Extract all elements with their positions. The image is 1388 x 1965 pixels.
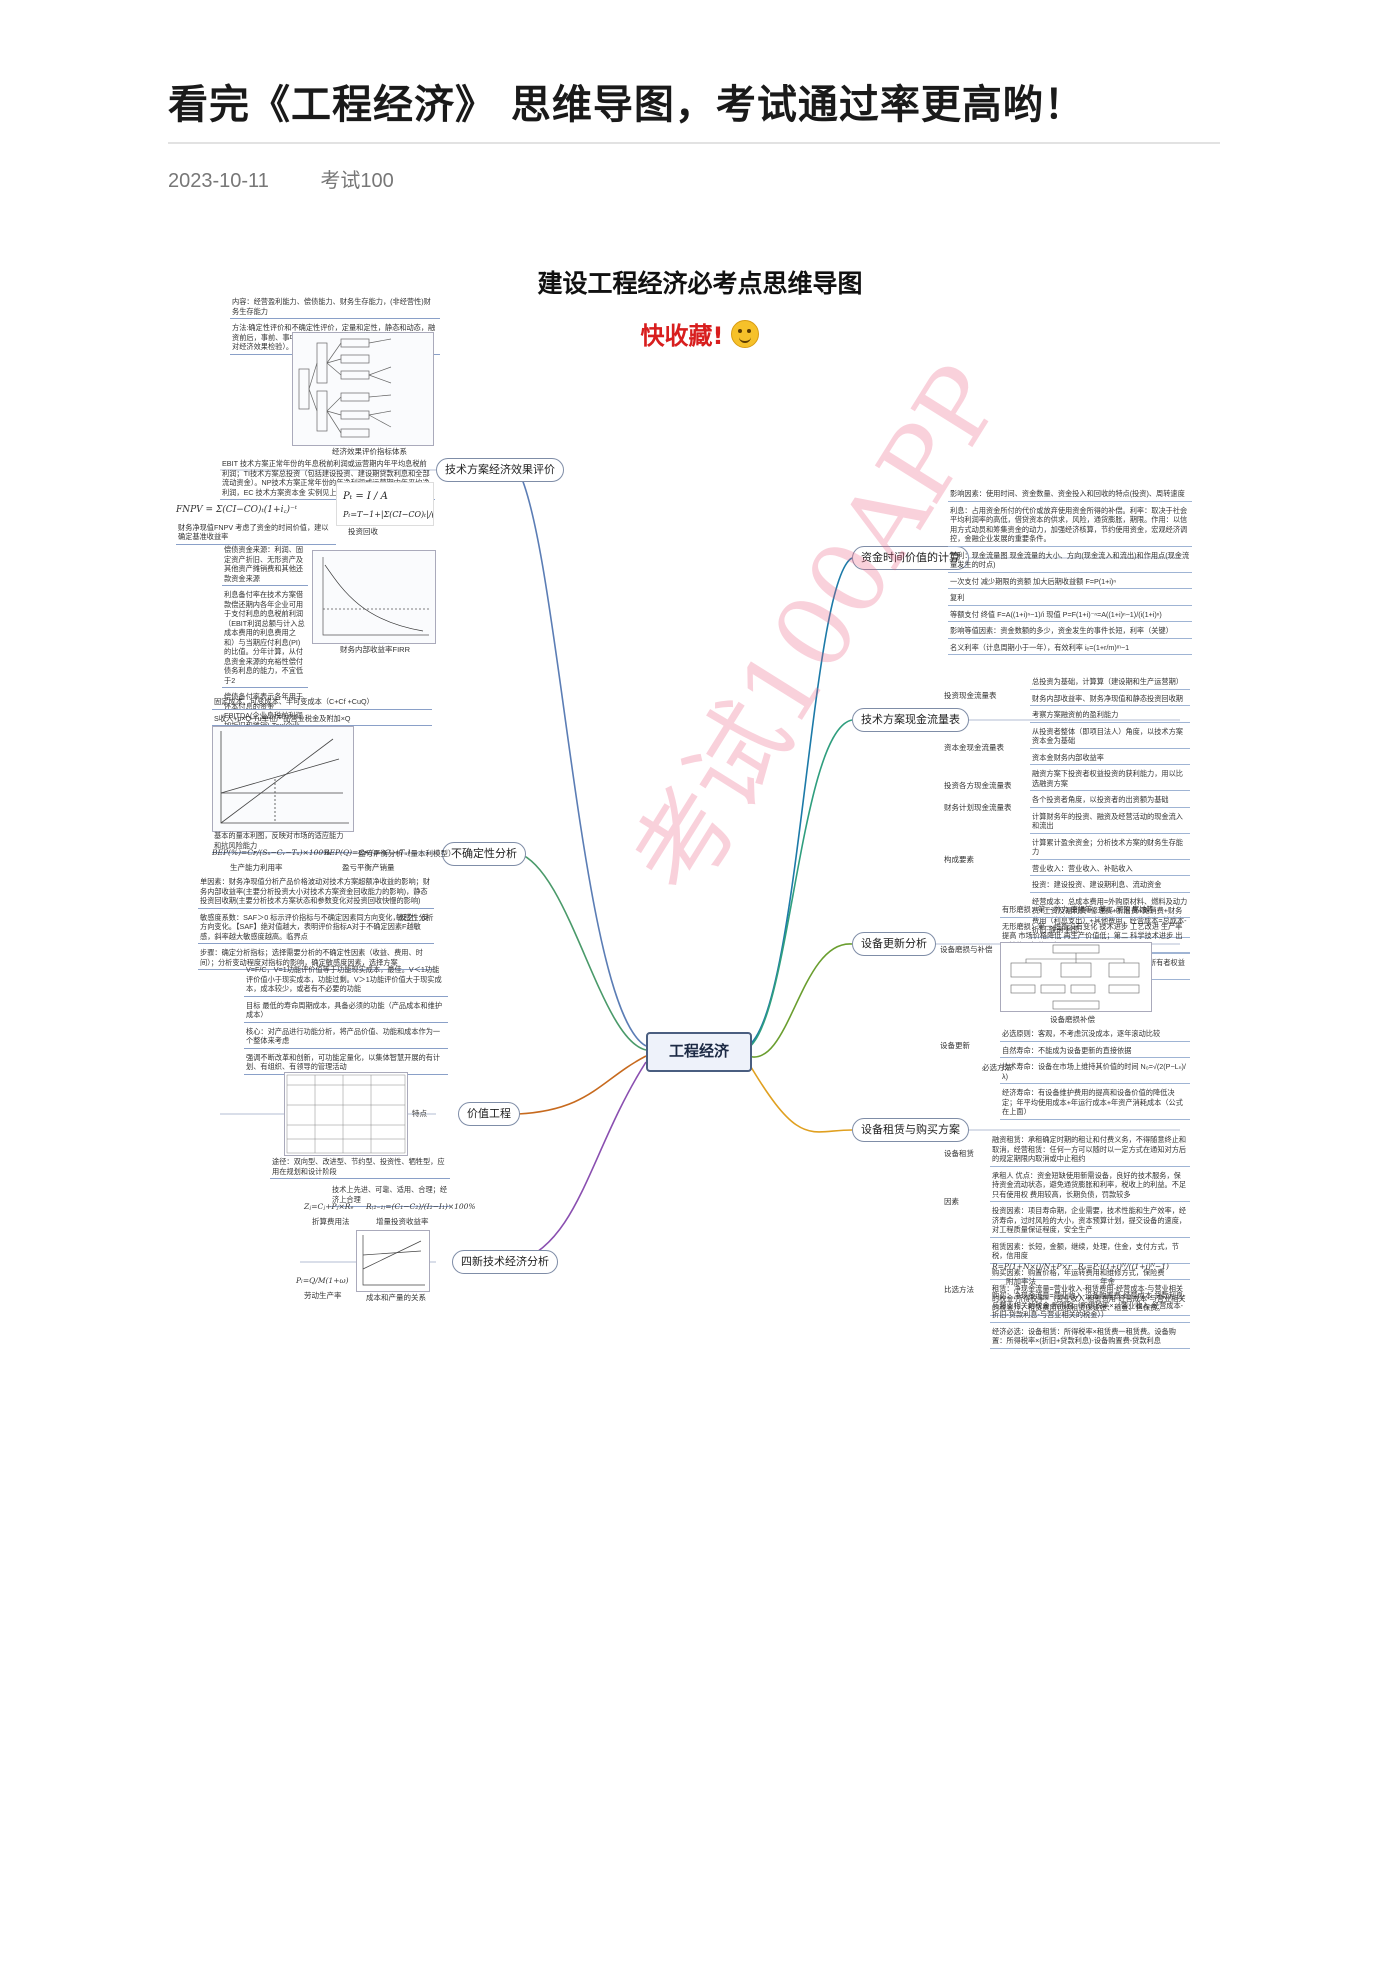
cost-output-chart (356, 1230, 430, 1292)
wear-compensation-drawing (1010, 944, 1140, 1010)
conversion-cost-formula: Zⱼ=Cⱼ+Pⱼ×Rₑ (304, 1202, 354, 1211)
break-even-chart-drawing (220, 731, 349, 824)
smile-emoji-icon (731, 320, 760, 348)
publish-date: 2023-10-11 (168, 170, 269, 192)
svg-text:Pₜ=T−1+|Σ(CI−CO)ₜ|/(CI−CO)ₜ: Pₜ=T−1+|Σ(CI−CO)ₜ|/(CI−CO)ₜ (342, 510, 433, 519)
firr-chart (312, 550, 436, 644)
uncertainty-notes-cost: 固定成本、可变成本、半可变成本（C+Cf +CuQ） S收入+p×Q-Tu单位产… (212, 696, 432, 729)
value-engineering-features-label: 特点 (412, 1109, 427, 1118)
bep-q-label: 盈亏平衡产销量 (342, 863, 395, 872)
equipment-notes-update: 必选原则：客观，不考虑沉没成本，逐年滚动比较 自然寿命：不能成为设备更新的直接依… (1000, 1028, 1190, 1123)
equipment-sub-methods: 必选方法 (982, 1063, 1012, 1072)
conversion-cost-label: 折算费用法 (312, 1217, 350, 1226)
branch-economic-evaluation: 技术方案经济效果评价 (436, 458, 564, 482)
cashflow-sub-investors: 投资各方现金流量表 (944, 781, 1012, 790)
labor-productivity-label: 劳动生产率 (304, 1291, 342, 1300)
branch-equipment-update: 设备更新分析 (852, 932, 936, 956)
poster-title: 建设工程经济必考点思维导图 (537, 269, 863, 298)
break-even-chart (212, 726, 354, 832)
value-engineering-notes: V=F/C，V=1功能评价值等于功能现实成本，最佳。V＜1功能评价值小于现实成本… (244, 964, 448, 1078)
poster-subtitle: 快收藏! (200, 316, 1200, 351)
article-meta: 2023-10-11 考试100 (168, 164, 440, 193)
payback-formula: Pₜ = I / A Pₜ=T−1+|Σ(CI−CO)ₜ|/(CI−CO)ₜ (336, 482, 468, 526)
branch-new-tech-analysis: 四新技术经济分析 (452, 1250, 558, 1274)
cashflow-sub-equity: 资本金现金流量表 (944, 743, 1004, 752)
cost-output-label: 成本和产量的关系 (366, 1293, 426, 1302)
cashflow-sub-investment: 投资现金流量表 (944, 691, 997, 700)
uncertainty-notes-sensitivity: 单因素：财务净现值分析产品价格波动对技术方案超额净收益的影响；财务内部收益率(主… (198, 876, 434, 973)
labor-productivity-formula: Pₗ=Q/M(1+ω) (296, 1276, 349, 1285)
mindmap-image: 建设工程经济必考点思维导图 快收藏! 工程经济 技术方案经济效果评价 不确定性分… (176, 250, 1200, 1580)
wear-compensation-caption: 设备磨损补偿 (1050, 1015, 1095, 1024)
branch-uncertainty-analysis: 不确定性分析 (442, 842, 526, 866)
bep-q-formula: BEP(Q)=Cꜰ/(p−Cᵤ−Tᵤ) (324, 848, 411, 857)
payback-formula-drawing: Pₜ = I / A Pₜ=T−1+|Σ(CI−CO)ₜ|/(CI−CO)ₜ (342, 491, 468, 519)
evaluation-notes-ebit: EBIT 技术方案正常年份的年息税前利润或运营期内年平均息税前利润；TI技术方案… (220, 458, 435, 503)
branch-cash-flow-table: 技术方案现金流量表 (852, 708, 969, 732)
branch-time-value: 资金时间价值的计算 (852, 546, 969, 570)
lease-sub-leasing: 设备租赁 (944, 1149, 974, 1158)
uncertainty-notes-bep: 基本的量本利图，反映对市场的适应能力和抗风险能力 (212, 830, 352, 856)
new-tech-notes: 技术上先进、可靠、适用、合理；经济上合理 (330, 1184, 450, 1210)
bep-ratio-label: 生产能力利用率 (230, 863, 283, 872)
value-engineering-table (284, 1072, 408, 1156)
indicator-tree-drawing (298, 338, 392, 438)
svg-text:Pₜ = I / A: Pₜ = I / A (342, 491, 388, 502)
value-engineering-approach: 途径：双向型、改进型、节约型、投资性、牺牲型，应用在规划和设计阶段 (270, 1156, 450, 1182)
break-even-label: 盈亏平衡分析（量本利模型） (358, 849, 456, 858)
add-rate-label: 附加率法 (1006, 1277, 1036, 1286)
article-title: 看完《工程经济》 思维导图，考试通过率更高哟！ (168, 82, 1085, 128)
annuity-formula: Rₐ=P·i(1+i)ᴺ/((1+i)ᴺ−1) (1078, 1262, 1169, 1271)
indicator-tree-figure (292, 332, 434, 446)
author-link[interactable]: 考试100 (320, 170, 394, 192)
cost-output-chart-drawing (362, 1235, 425, 1286)
evaluation-notes-fnpv: FNPV = Σ(CI−CO)ₜ(1+i꜀)⁻ᵗ 财务净现值FNPV 考虑了资金… (176, 505, 336, 548)
payback-caption: 投资回收 (348, 527, 378, 536)
incremental-return-label: 增量投资收益率 (376, 1217, 429, 1226)
bep-ratio-formula: BEP(%)=Cꜰ/(Sₙ−Cᵥ−Tᵤ)×100% (212, 848, 331, 857)
sensitivity-label: 敏感性分析 (396, 913, 434, 922)
lease-sub-factors: 因素 (944, 1197, 959, 1206)
mindmap-center-node: 工程经济 (646, 1032, 752, 1072)
time-value-notes: 影响因素：使用时间、资金数量、资金投入和回收的特点(投资)、周转速度 利息：占用… (948, 488, 1192, 658)
cashflow-sub-financial-plan: 财务计划现金流量表 (944, 803, 1012, 812)
lease-notes: 融资租赁：承租确定时期的租让和付费义务，不得随意终止和取消，经营租赁：任何一方可… (990, 1134, 1190, 1319)
firr-chart-drawing (322, 557, 429, 636)
fnpv-formula: FNPV = Σ(CI−CO)ₜ(1+i꜀)⁻ᵗ (176, 505, 298, 515)
firr-caption: 财务内部收益率FIRR (340, 645, 410, 654)
value-engineering-table-drawing (286, 1074, 406, 1154)
lease-notes-bottom: 购买：净现金流量=营业收入-设备购置费-经营成本-贷款利息-与营业相关的税金-所… (990, 1290, 1190, 1352)
branch-lease-vs-buy: 设备租赁与购买方案 (852, 1118, 969, 1142)
cashflow-sub-components: 构成要素 (944, 855, 974, 864)
equipment-sub-update: 设备更新 (940, 1041, 970, 1050)
indicator-tree-caption: 经济效果评价指标体系 (332, 447, 407, 456)
branch-value-engineering: 价值工程 (458, 1102, 520, 1126)
equipment-sub-wear: 设备磨损与补偿 (940, 945, 993, 954)
incremental-return-formula: R₍₂₋₁₎=(C₁−C₂)/(I₂−I₁)×100% (366, 1202, 476, 1211)
mindmap-connectors (220, 469, 1180, 1263)
wear-compensation-diagram (1000, 942, 1152, 1012)
annuity-label: 年金 (1100, 1277, 1115, 1286)
add-rate-formula: R=P(1+N×i)/N+P×r (992, 1262, 1072, 1271)
title-divider (168, 142, 1220, 144)
lease-sub-methods: 比选方法 (944, 1285, 974, 1294)
